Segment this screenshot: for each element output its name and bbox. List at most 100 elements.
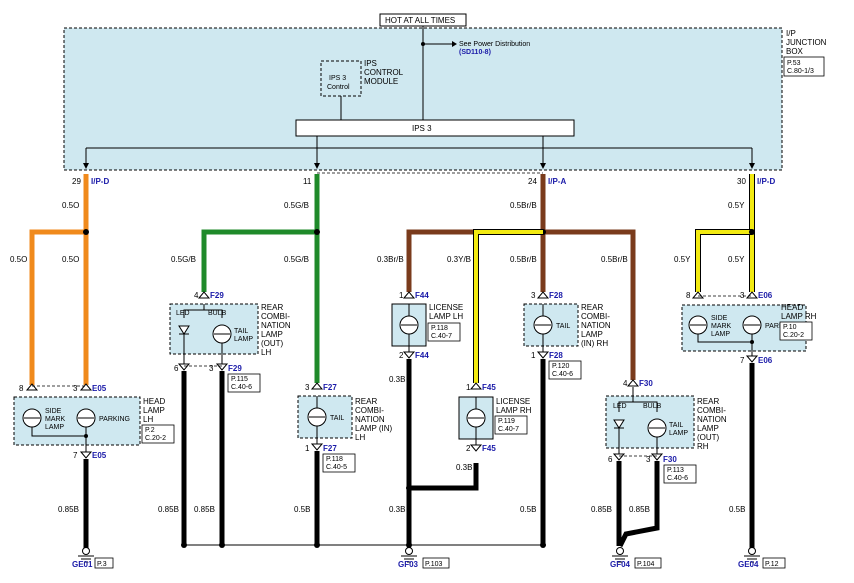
wire-label-y-3: 0.5Y: [728, 255, 745, 264]
rcl-out-rh-l4: LAMP: [697, 424, 719, 433]
ips-module-l2: CONTROL: [364, 68, 404, 77]
rcl-out-rh-pin-6: 6: [608, 455, 613, 464]
ground-ge01: [78, 547, 94, 563]
wire-label-b85-4: 0.85B: [591, 505, 612, 514]
ground-gf03-id: GF03: [398, 560, 419, 569]
hot-at-all-times-label: HOT AT ALL TIMES: [385, 16, 455, 25]
rcl-out-lh-tail-2: LAMP: [234, 336, 253, 343]
head-lh-ref-1: P.2: [145, 427, 155, 434]
wire-label-b5-2: 0.5B: [520, 505, 536, 514]
rcl-in-rh-l5: (IN) RH: [581, 339, 608, 348]
rcl-out-rh-pin-4: 4: [623, 379, 628, 388]
head-rh-l2: LAMP RH: [781, 312, 817, 321]
head-rh-l1: HEAD: [781, 303, 803, 312]
rcl-out-lh-led: LED: [176, 310, 190, 317]
pin-24: 24: [528, 177, 537, 186]
pin-30: 30: [737, 177, 746, 186]
ground-ge04: [744, 547, 760, 563]
junction-box-title-1: I/P: [786, 29, 796, 38]
wire-label-gb-1: 0.5G/B: [284, 201, 309, 210]
wire-label-o-1: 0.5O: [62, 201, 79, 210]
license-lh-conn-top: F44: [415, 291, 429, 300]
license-lh-l2: LAMP LH: [429, 312, 463, 321]
rcl-in-rh-l2: COMBI-: [581, 312, 610, 321]
wire-label-b3-2: 0.3B: [389, 505, 405, 514]
rcl-out-rh-l6: RH: [697, 442, 709, 451]
rcl-out-lh-pin-3: 3: [209, 364, 214, 373]
wire-label-b5-3: 0.5B: [729, 505, 745, 514]
junction-box-title-2: JUNCTION: [786, 38, 827, 47]
rcl-out-rh-l5: (OUT): [697, 433, 720, 442]
rcl-in-rh-l1: REAR: [581, 303, 603, 312]
head-lh-parking: PARKING: [99, 416, 130, 423]
head-rh-ref-2: C.20-2: [783, 332, 804, 339]
head-rh-pin-8: 8: [686, 291, 691, 300]
rcl-in-lh-conn-top: F27: [323, 383, 337, 392]
ips-module-l1: IPS: [364, 59, 377, 68]
wire-label-gb-3: 0.5G/B: [284, 255, 309, 264]
rcl-out-rh-pin-3: 3: [646, 455, 651, 464]
rcl-in-rh-conn-bot: F28: [549, 351, 563, 360]
rcl-out-rh-conn-top: F30: [639, 379, 653, 388]
junction-box-ref-1: P.53: [787, 60, 801, 67]
rcl-out-lh-l4: LAMP: [261, 330, 283, 339]
license-rh-ref-2: C.40-7: [498, 426, 519, 433]
rcl-in-lh-pin-3: 3: [305, 383, 310, 392]
wire-label-brb-2: 0.5Br/B: [510, 255, 537, 264]
ips3-bar: [295, 119, 575, 137]
head-rh-side-1: SIDE: [711, 315, 728, 322]
conn-ipd-right: I/P-D: [757, 177, 775, 186]
rcl-out-lh-l5: (OUT): [261, 339, 284, 348]
rcl-out-lh-l6: LH: [261, 348, 271, 357]
license-lh-ref-1: P.118: [431, 325, 448, 332]
yellow-head-circuit: [695, 174, 755, 292]
rcl-out-lh-bulb: BULB: [208, 310, 227, 317]
license-rh-conn-top: F45: [482, 383, 496, 392]
rcl-in-lh-l4: LAMP (IN): [355, 424, 393, 433]
rcl-out-rh-tail-2: LAMP: [669, 430, 688, 437]
rcl-in-rh-pin-3: 3: [531, 291, 536, 300]
rcl-in-lh-tail: TAIL: [330, 415, 344, 422]
yellow-license-circuit: [473, 229, 543, 383]
license-rh-pin-1: 1: [466, 383, 471, 392]
wire-label-b5-1: 0.5B: [294, 505, 310, 514]
rcl-in-rh-l4: LAMP: [581, 330, 603, 339]
wire-label-yb: 0.3Y/B: [447, 255, 471, 264]
head-lh-l3: LH: [143, 415, 153, 424]
license-lh-l1: LICENSE: [429, 303, 463, 312]
wire-label-b85-2: 0.85B: [158, 505, 179, 514]
ground-ge04-id: GE04: [738, 560, 759, 569]
license-rh-ref-1: P.119: [498, 418, 515, 425]
rcl-out-lh-ref-1: P.115: [231, 376, 248, 383]
rcl-out-rh-l1: REAR: [697, 397, 719, 406]
license-lh-conn-bot: F44: [415, 351, 429, 360]
power-distribution-link[interactable]: See Power Distribution: [459, 41, 530, 48]
head-rh-conn-top: E06: [758, 291, 773, 300]
rcl-out-rh-ref-2: C.40-6: [667, 475, 688, 482]
ground-ge01-id: GE01: [72, 560, 93, 569]
rcl-in-rh-tail: TAIL: [556, 323, 570, 330]
rcl-out-rh-bulb: BULB: [643, 403, 662, 410]
head-lh-pin-3: 3: [73, 384, 78, 393]
rcl-in-rh-ref-1: P.120: [552, 363, 569, 370]
head-rh-ref-1: P.10: [783, 324, 797, 331]
rcl-out-lh-conn-top: F29: [210, 291, 224, 300]
rcl-in-lh-l3: NATION: [355, 415, 385, 424]
ground-gf04-id: GF04: [610, 560, 631, 569]
rcl-in-lh-l2: COMBI-: [355, 406, 384, 415]
license-rh-conn-bot: F45: [482, 444, 496, 453]
ground-gf03-ref: P.103: [425, 561, 442, 568]
head-lh-side-1: SIDE: [45, 408, 62, 415]
rcl-out-lh-ref-2: C.40-6: [231, 384, 252, 391]
head-lh-conn-top: E05: [92, 384, 107, 393]
rcl-out-rh-led: LED: [613, 403, 627, 410]
wire-label-b85-5: 0.85B: [629, 505, 650, 514]
rcl-out-lh-tail-1: TAIL: [234, 328, 248, 335]
license-rh-l2: LAMP RH: [496, 406, 532, 415]
rcl-out-lh-pin-4: 4: [194, 291, 199, 300]
head-rh-pin-3: 3: [740, 291, 745, 300]
wire-label-brb-3: 0.5Br/B: [601, 255, 628, 264]
power-distribution-code[interactable]: (SD110-8): [459, 49, 491, 56]
